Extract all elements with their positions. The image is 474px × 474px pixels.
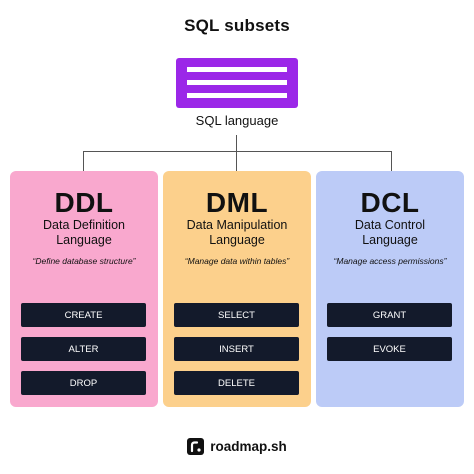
card-dcl: DCL Data Control Language “Manage access…: [316, 171, 464, 407]
command-create[interactable]: CREATE: [21, 303, 146, 327]
command-delete[interactable]: DELETE: [174, 371, 299, 395]
footer: roadmap.sh: [0, 438, 474, 455]
command-alter[interactable]: ALTER: [21, 337, 146, 361]
card-dml: DML Data Manipulation Language “Manage d…: [163, 171, 311, 407]
card-full-name: Data Manipulation Language: [163, 218, 311, 248]
command-insert[interactable]: INSERT: [174, 337, 299, 361]
command-grant[interactable]: GRANT: [327, 303, 452, 327]
connector-horizontal: [83, 151, 392, 152]
command-select[interactable]: SELECT: [174, 303, 299, 327]
connector-drop-ddl: [83, 151, 84, 171]
brand-name[interactable]: roadmap.sh: [210, 439, 287, 454]
card-description: “Manage access permissions”: [333, 256, 447, 266]
database-icon-bar: [187, 93, 287, 98]
command-drop[interactable]: DROP: [21, 371, 146, 395]
command-evoke[interactable]: EVOKE: [327, 337, 452, 361]
card-full-name-text: Data Manipulation Language: [186, 218, 288, 247]
connector-drop-dml: [236, 151, 237, 171]
root-label: SQL language: [195, 113, 279, 128]
connector-drop-dcl: [391, 151, 392, 171]
connector-stem: [236, 135, 237, 151]
card-full-name: Data Control Language: [316, 218, 464, 248]
card-abbreviation: DDL: [54, 187, 114, 218]
card-description: “Define database structure”: [32, 256, 136, 266]
card-full-name-text: Data Control Language: [354, 218, 426, 247]
card-abbreviation: DML: [205, 187, 269, 218]
diagram-title: SQL subsets: [184, 16, 290, 35]
card-ddl: DDL Data Definition Language “Define dat…: [10, 171, 158, 407]
database-icon-bar: [187, 67, 287, 72]
card-description: “Manage data within tables”: [184, 256, 290, 266]
card-full-name: Data Definition Language: [10, 218, 158, 248]
card-full-name-text: Data Definition Language: [43, 218, 125, 247]
card-abbreviation: DCL: [360, 187, 420, 218]
database-icon: [176, 58, 298, 108]
database-icon-bar: [187, 80, 287, 85]
roadmap-logo-icon: [187, 438, 205, 455]
